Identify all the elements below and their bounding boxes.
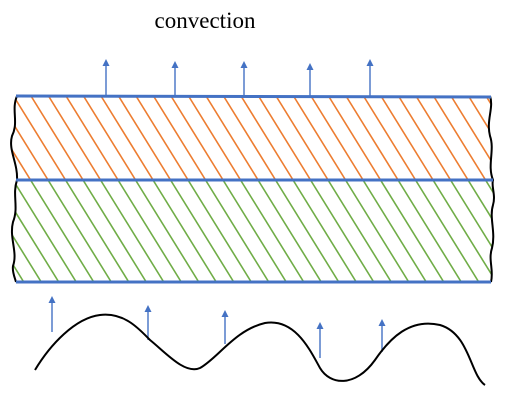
lower-hatch-line — [503, 180, 519, 282]
upper-hatch-line — [292, 96, 347, 180]
upper-hatch-line — [362, 96, 417, 180]
bottom-arrows — [48, 296, 386, 358]
bottom-arrow-head — [48, 296, 56, 303]
upper-hatch-line — [11, 96, 32, 180]
lower-hatch-line — [11, 180, 60, 282]
lower-hatch-line — [257, 180, 322, 282]
lower-hatch-line — [152, 180, 217, 282]
upper-hatch-line — [275, 96, 329, 180]
upper-hatch-line — [152, 96, 207, 180]
lower-hatch-line — [64, 180, 130, 282]
lower-hatch-line — [414, 180, 480, 282]
lower-hatch-line — [467, 180, 494, 282]
upper-hatch-line — [11, 96, 49, 180]
wavy-surface — [34, 313, 486, 386]
bottom-arrow-head — [221, 310, 229, 317]
upper-hatch-line — [65, 96, 119, 180]
bottom-arrow-head — [144, 305, 152, 312]
lower-hatch-line — [12, 180, 77, 282]
lower-hatch-line — [99, 180, 165, 282]
upper-hatch-line — [117, 96, 172, 180]
lower-hatch-line — [344, 180, 410, 282]
lower-hatch-line — [222, 180, 287, 282]
upper-hatch-line — [205, 96, 259, 180]
top-arrow-head — [306, 63, 314, 70]
lower-hatch-line — [187, 180, 252, 282]
upper-hatch-line — [345, 96, 399, 180]
upper-hatch-line — [30, 96, 84, 180]
upper-hatch-line — [504, 96, 519, 180]
lower-hatch-line — [117, 180, 182, 282]
top-arrow-head — [366, 59, 374, 66]
layer-outline — [10, 94, 495, 284]
top-arrow-head — [171, 61, 179, 68]
top-arrows — [102, 59, 374, 96]
lower-hatch-line — [362, 180, 427, 282]
lower-hatch-line — [134, 180, 200, 282]
upper-hatch-line — [432, 96, 487, 180]
top-boundary-line — [15, 94, 492, 99]
upper-hatch-line — [415, 96, 469, 180]
upper-hatch-line — [222, 96, 277, 180]
left-edge — [10, 95, 19, 283]
right-edge — [487, 95, 495, 283]
upper-hatch-line — [240, 96, 294, 180]
upper-layer — [11, 96, 519, 180]
upper-hatch-line — [187, 96, 242, 180]
lower-hatch-line — [379, 180, 445, 282]
lower-hatch-line — [292, 180, 357, 282]
upper-hatch-line — [397, 96, 452, 180]
lower-hatch-line — [82, 180, 147, 282]
diagram-title: convection — [155, 8, 256, 33]
upper-hatch-line — [100, 96, 154, 180]
lower-hatch-line — [11, 180, 42, 282]
upper-hatch-line — [450, 96, 493, 180]
upper-hatch-line — [170, 96, 224, 180]
lower-hatch-line — [449, 180, 494, 282]
upper-hatch-line — [135, 96, 189, 180]
lower-hatch-line — [274, 180, 340, 282]
lower-hatch-line — [397, 180, 462, 282]
upper-hatch-line — [47, 96, 102, 180]
lower-layer-hatch — [0, 180, 519, 282]
upper-hatch-line — [82, 96, 137, 180]
lower-hatch-line — [0, 180, 6, 282]
lower-hatch-line — [204, 180, 270, 282]
top-arrow-head — [102, 59, 110, 66]
bottom-arrow-head — [316, 322, 324, 329]
top-arrow-head — [240, 61, 248, 68]
lower-hatch-line — [169, 180, 235, 282]
lower-hatch-line — [309, 180, 375, 282]
upper-hatch-line — [12, 96, 67, 180]
bottom-arrow-head — [378, 319, 386, 326]
lower-hatch-line — [327, 180, 392, 282]
upper-hatch-line — [257, 96, 312, 180]
upper-hatch-line — [380, 96, 434, 180]
lower-layer — [0, 180, 519, 282]
upper-hatch-line — [327, 96, 382, 180]
lower-hatch-line — [432, 180, 494, 282]
lower-hatch-line — [29, 180, 95, 282]
upper-hatch-line — [467, 96, 493, 180]
lower-hatch-line — [47, 180, 112, 282]
upper-hatch-line — [310, 96, 364, 180]
upper-layer-hatch — [11, 96, 519, 180]
lower-hatch-line — [239, 180, 305, 282]
